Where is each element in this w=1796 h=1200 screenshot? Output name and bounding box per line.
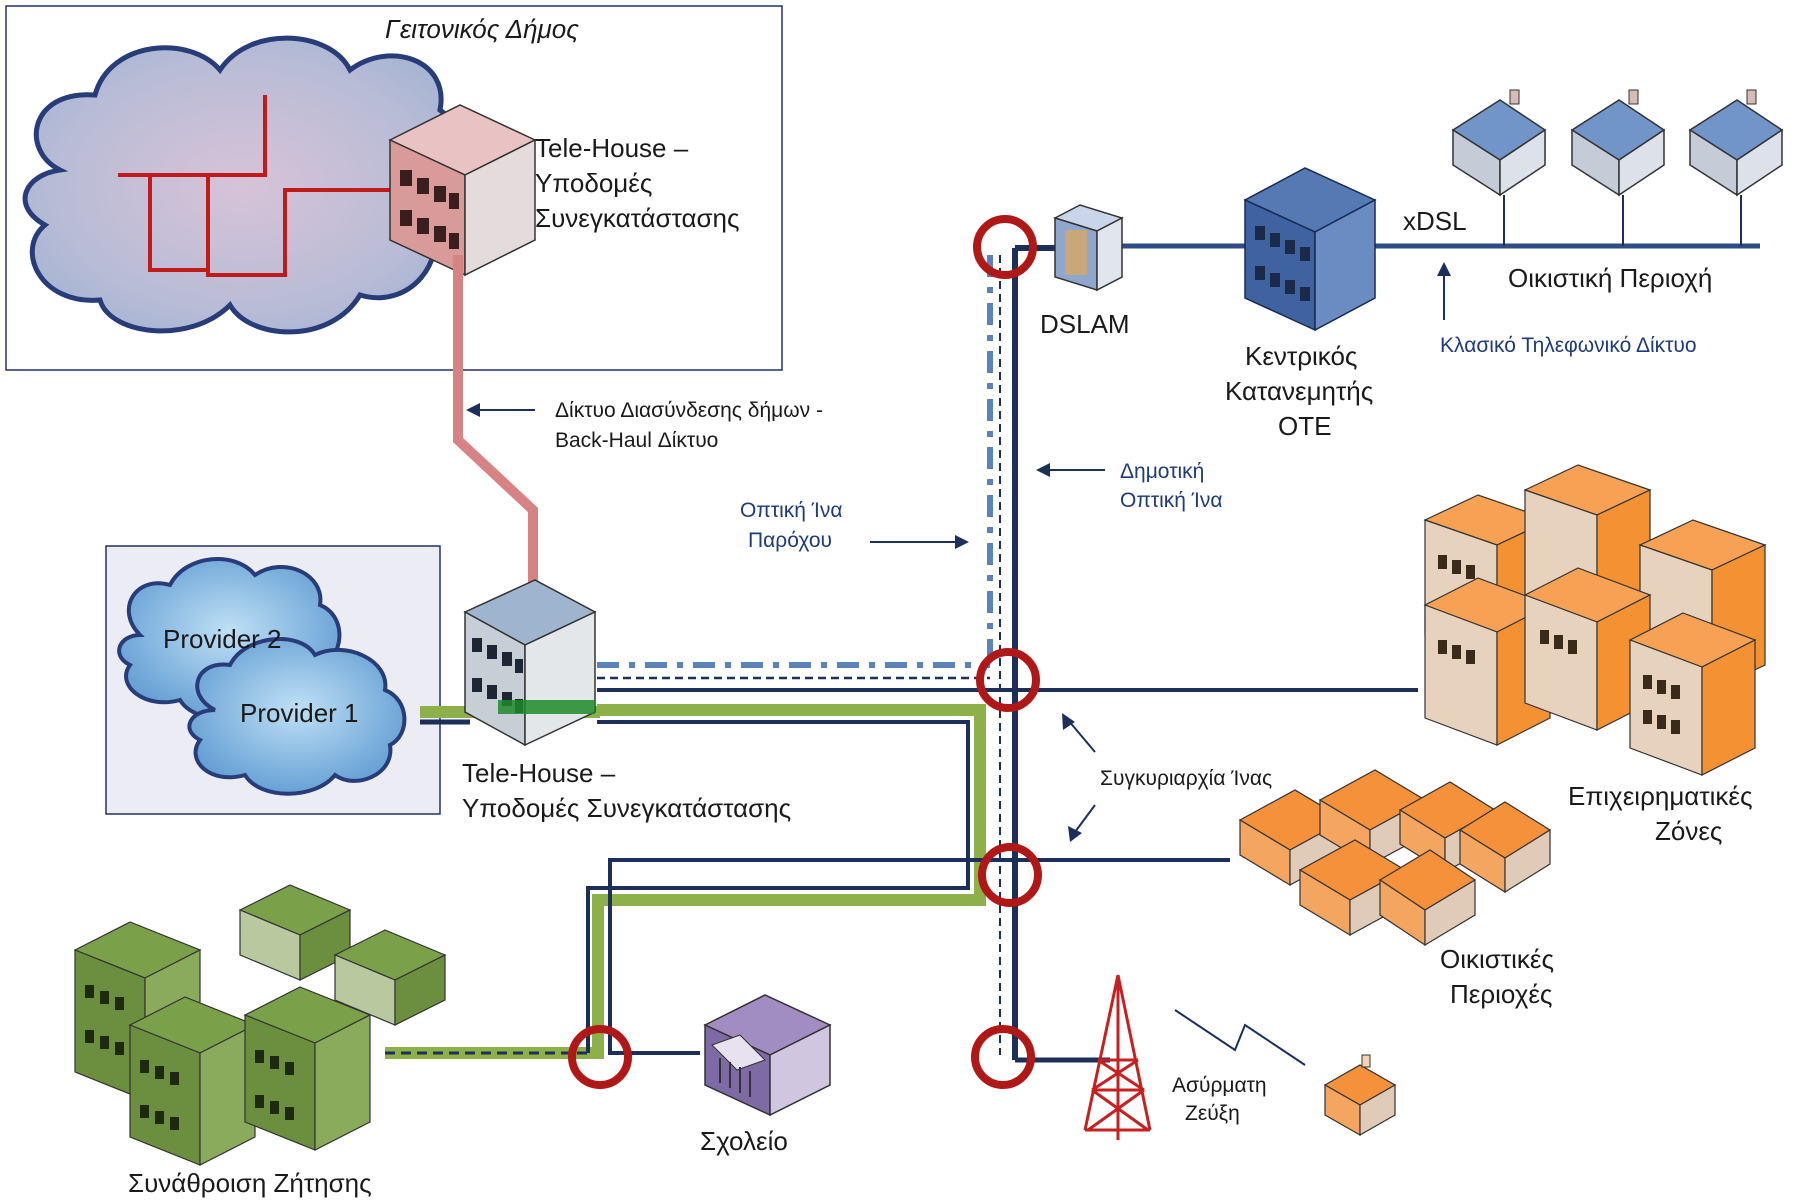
backhaul-line (453, 255, 538, 640)
green-bank-2 (333, 929, 447, 1026)
business-label-1: Επιχειρηματικές (1568, 781, 1753, 811)
school-label: Σχολείο (700, 1126, 788, 1156)
wireless-tower-icon (1083, 974, 1152, 1140)
house-orange-4 (1458, 801, 1552, 894)
telehouse-top-building (388, 104, 537, 277)
telehouse-mid-label-1: Tele-House – (462, 758, 616, 788)
house-blue-1 (1451, 89, 1547, 197)
provider2-label: Provider 2 (163, 624, 282, 654)
provider1-label: Provider 1 (240, 698, 359, 728)
wireless-label-1: Ασύρματη (1172, 1074, 1267, 1097)
backhaul-label-1: Δίκτυο Διασύνδεσης δήμων - (555, 399, 823, 422)
green-office-3 (243, 986, 372, 1151)
business-buildings (1423, 464, 1767, 776)
provider-fiber-label-2: Παρόχου (748, 529, 832, 552)
municipal-fiber-label-1: Δημοτική (1120, 460, 1204, 483)
ring-top (973, 215, 1037, 279)
wireless-zigzag-icon (1174, 1009, 1306, 1066)
navy-loop-b (608, 858, 1015, 1055)
dslam-label: DSLAM (1040, 309, 1130, 339)
telehouse-mid-label-2: Υποδομές Συνεγκατάστασης (462, 793, 791, 823)
house-blue-3 (1688, 89, 1784, 197)
residential-area-label: Οικιστική Περιοχή (1508, 263, 1712, 293)
provider1-cloud (187, 637, 407, 796)
office-building-6 (1628, 612, 1757, 776)
classic-phone-arrow (1437, 262, 1451, 320)
residential-houses-orange (1238, 769, 1552, 947)
municipal-fiber-network-neighbor (118, 95, 400, 277)
dslam-device (1053, 204, 1124, 292)
green-bank-1 (238, 884, 352, 981)
provider-fiber-label-1: Οπτική Ίνα (740, 499, 843, 522)
house-orange-wireless (1323, 1054, 1397, 1137)
ote-label-2: Κατανεμητής (1225, 376, 1373, 406)
colocation-fiber-label: Συγκυριαρχία Ίνας (1100, 767, 1272, 790)
telehouse-top-label-2: Υποδομές (535, 168, 652, 198)
annotation-arrows (466, 403, 1105, 842)
green-office-2 (128, 996, 257, 1166)
telehouse-top-label-3: Συνεγκατάστασης (535, 203, 740, 233)
demand-aggregation-buildings (73, 884, 447, 1166)
telehouse-top-label-1: Tele-House – (535, 133, 689, 163)
residential-houses-blue (1451, 89, 1784, 246)
colocation-rings (568, 215, 1042, 1089)
house-orange-6 (1378, 849, 1477, 947)
school-building-icon (703, 994, 832, 1117)
backhaul-label-2: Back-Haul Δίκτυο (555, 429, 718, 452)
ote-label-1: Κεντρικός (1245, 341, 1357, 371)
classic-phone-label: Κλασικό Τηλεφωνικό Δίκτυο (1440, 334, 1697, 357)
ring-tower (971, 1025, 1035, 1089)
municipal-fiber-label-2: Οπτική Ίνα (1120, 489, 1223, 512)
ote-label-3: ΟΤΕ (1278, 411, 1331, 441)
business-label-2: Ζόνες (1655, 816, 1722, 846)
xdsl-label: xDSL (1403, 206, 1467, 236)
ring-residential (978, 843, 1042, 907)
ring-business (976, 648, 1040, 712)
residential-areas-label-2: Περιοχές (1450, 979, 1552, 1009)
wireless-label-2: Ζεύξη (1185, 1102, 1240, 1125)
demand-aggregation-label: Συνάθροιση Ζήτησης (128, 1168, 372, 1198)
telehouse-mid-building (463, 579, 597, 747)
ring-school (568, 1025, 632, 1089)
residential-areas-label-1: Οικιστικές (1440, 944, 1554, 974)
house-blue-2 (1570, 89, 1666, 197)
navy-loop-a (586, 720, 970, 1053)
ote-building (1243, 167, 1377, 332)
neighbor-municipality-label: Γειτονικός Δήμος (385, 14, 579, 44)
